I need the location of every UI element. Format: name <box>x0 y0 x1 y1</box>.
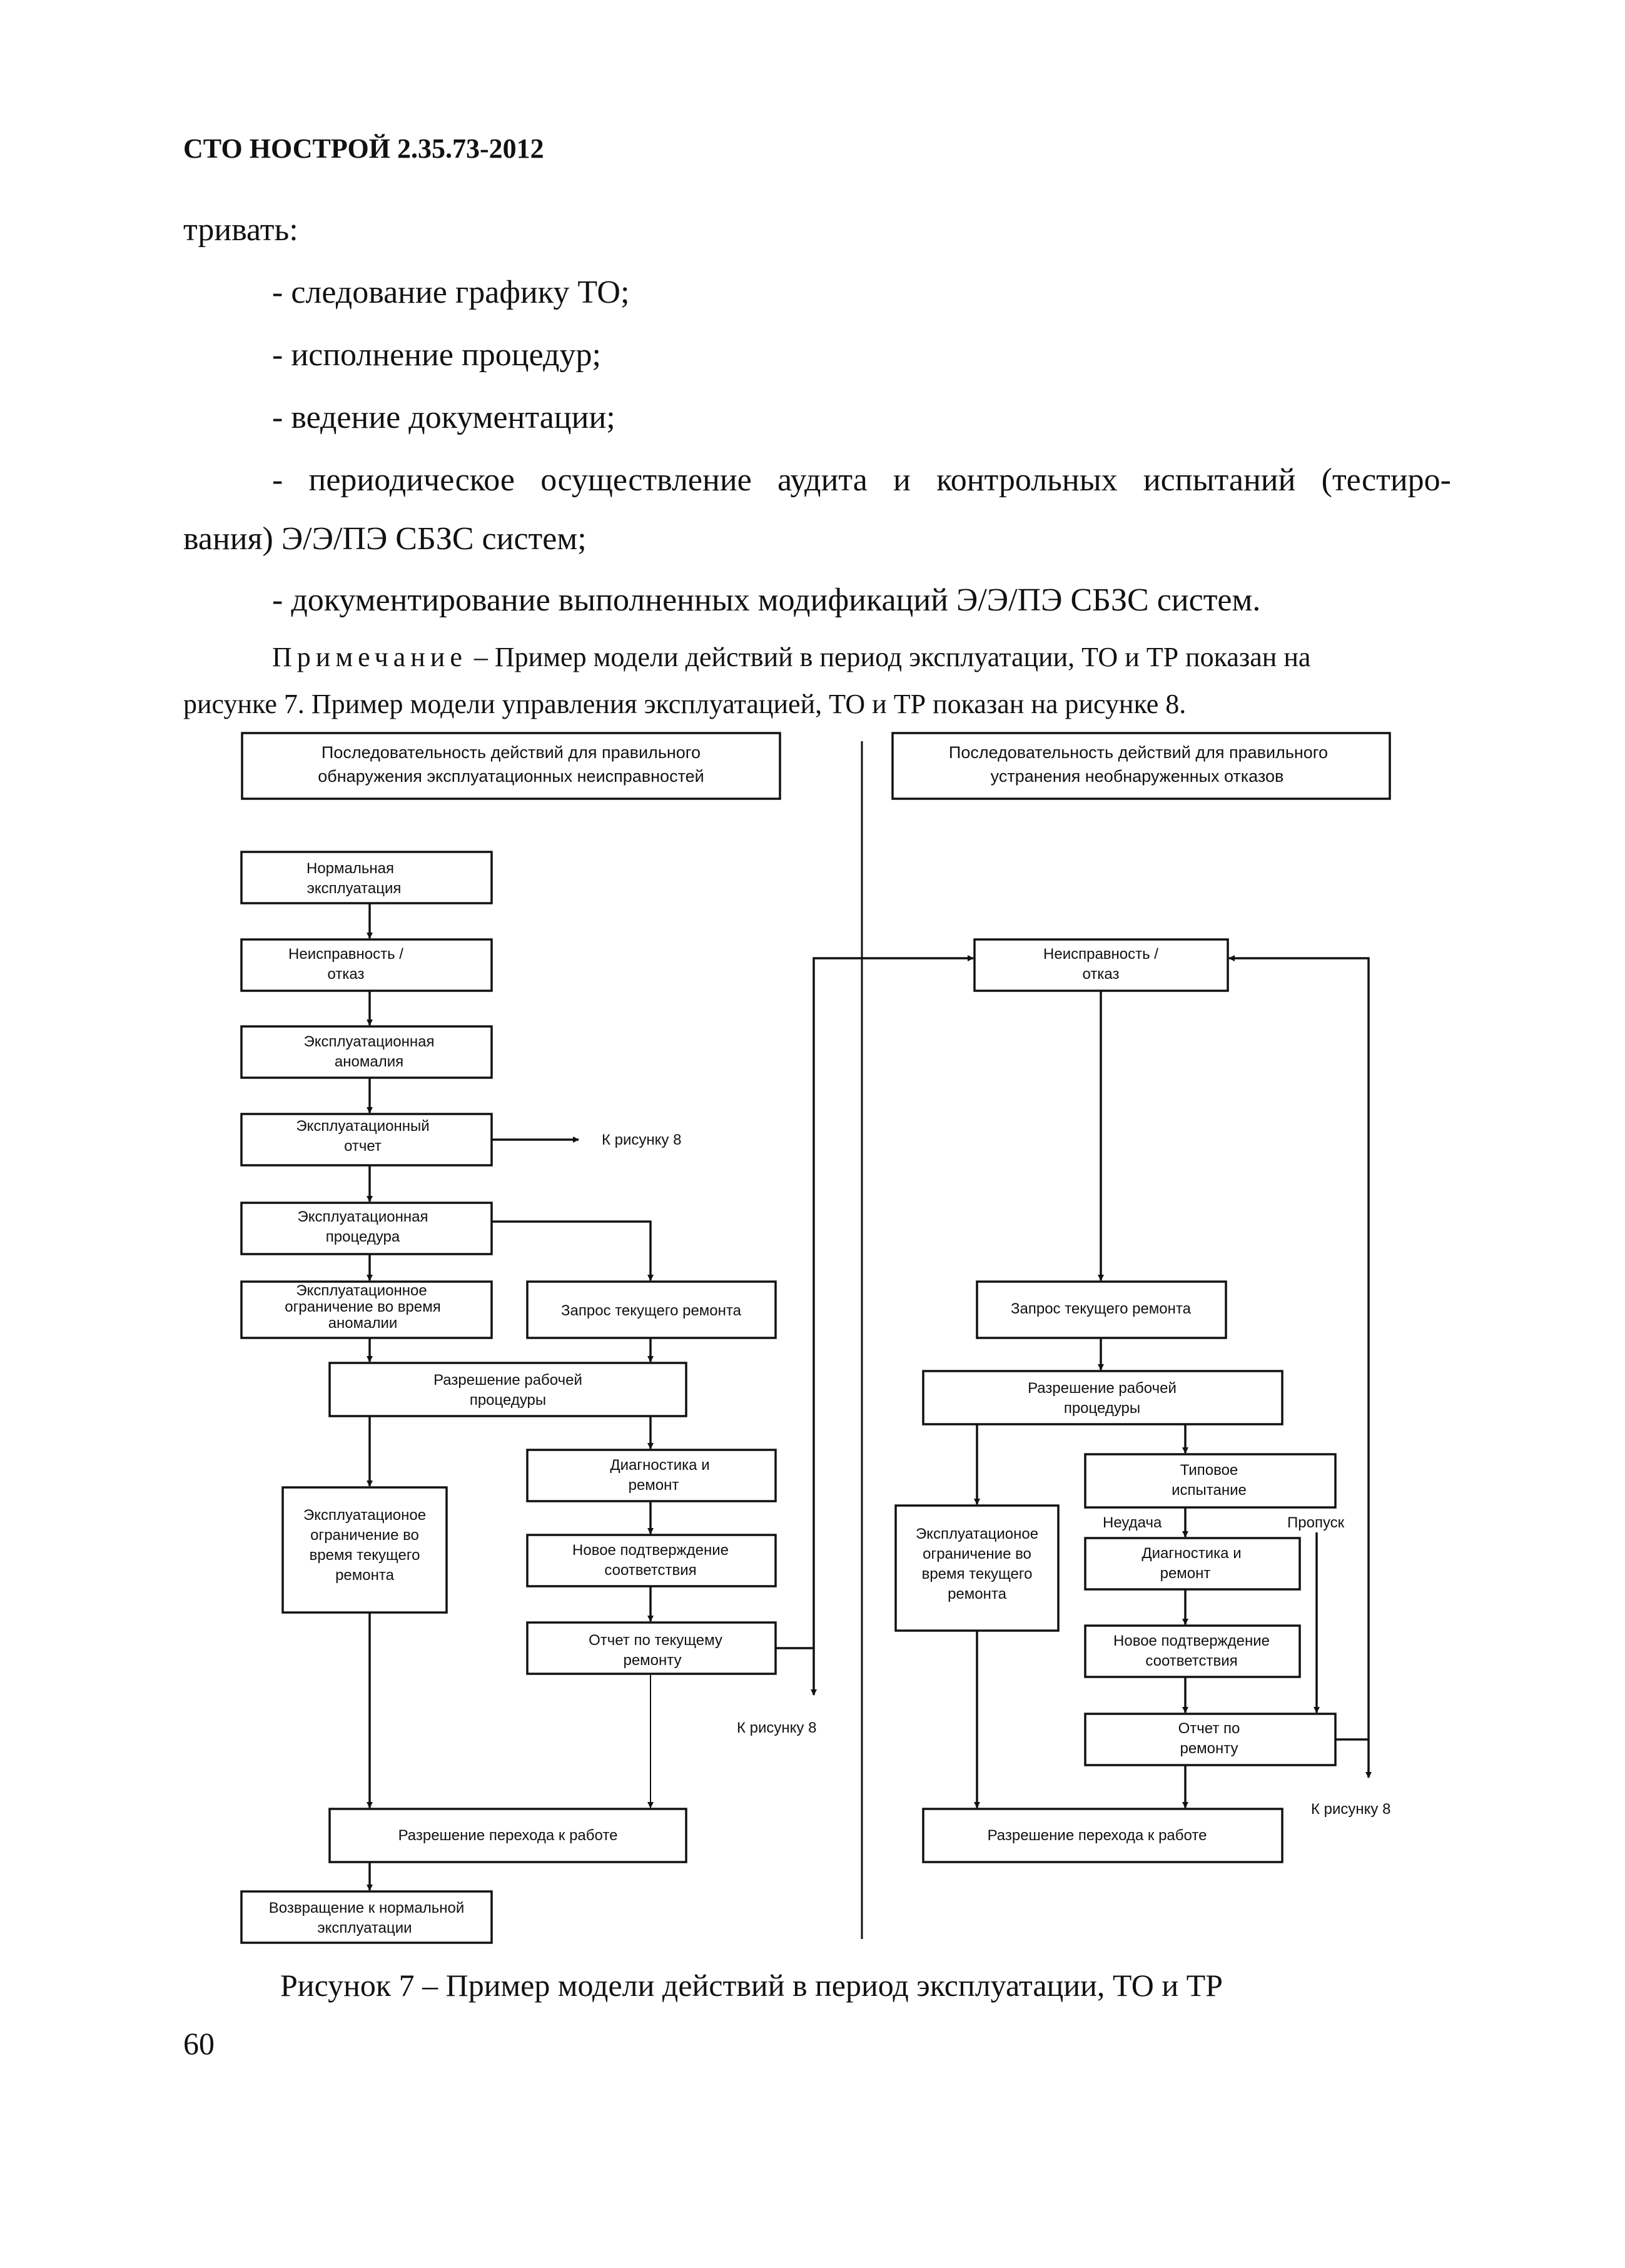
reconfirm-right-line-1: Новое подтверждение <box>1113 1633 1270 1649</box>
diagnostics-right-line-2: ремонт <box>1160 1565 1211 1582</box>
left-title-line-1: Последовательность действий для правильн… <box>321 743 701 762</box>
operational-procedure-box: Эксплуатационная процедура <box>240 1202 493 1255</box>
procedure-line-1: Эксплуатационная <box>298 1208 428 1225</box>
repair-report-right-line-2: ремонту <box>1180 1740 1238 1757</box>
normal-operation-box: Нормальная эксплуатация <box>240 851 493 904</box>
right-title-box: Последовательность действий для правильн… <box>891 732 1391 800</box>
loop-arrow-to-right-fault <box>776 955 974 1649</box>
fault-box-left: Неисправность / отказ <box>240 938 493 992</box>
list-item: - ведение документации; <box>272 400 615 435</box>
fault-left-line-1: Неисправность / <box>288 946 403 963</box>
figure-caption: Рисунок 7 – Пример модели действий в пер… <box>280 1968 1223 2003</box>
return-permit-right-text: Разрешение перехода к работе <box>988 1827 1207 1844</box>
left-title-line-2: обнаружения эксплуатационных неисправнос… <box>318 767 704 786</box>
fault-right-line-2: отказ <box>1083 966 1120 983</box>
to-figure-8-label-right: К рисунку 8 <box>1311 1801 1390 1818</box>
repair-request-right-text: Запрос текущего ремонта <box>1011 1300 1192 1317</box>
repair-restriction-right-line-1: Эксплуатационое <box>916 1526 1038 1542</box>
normal-operation-line-2: эксплуатация <box>307 880 402 897</box>
repair-restriction-right-line-3: время текущего <box>922 1566 1033 1582</box>
reconfirm-box-left: Новое подтверждение соответствия <box>526 1534 777 1587</box>
anomaly-restriction-line-1: Эксплуатационное <box>296 1282 427 1299</box>
note-line-2: рисунке 7. Пример модели управления эксп… <box>183 689 1187 719</box>
repair-restriction-left-line-2: ограничение во <box>310 1527 419 1544</box>
back-to-normal-box: Возвращение к нормальной эксплуатации <box>240 1890 493 1944</box>
skip-label: Пропуск <box>1287 1514 1345 1531</box>
work-permit-left-line-1: Разрешение рабочей <box>433 1372 582 1389</box>
return-permit-box-left: Разрешение перехода к работе <box>328 1808 687 1863</box>
document-header: СТО НОСТРОЙ 2.35.73-2012 <box>183 133 544 164</box>
note-line-1: Примечание – Пример модели действий в пе… <box>272 641 1310 673</box>
diagnostics-box-right: Диагностика и ремонт <box>1084 1537 1301 1591</box>
reconfirm-left-line-1: Новое подтверждение <box>572 1542 729 1559</box>
repair-report-left-line-2: ремонту <box>623 1652 681 1669</box>
work-permit-box-right: Разрешение рабочей процедуры <box>922 1370 1283 1425</box>
page-number: 60 <box>183 2026 215 2061</box>
report-line-1: Эксплуатационный <box>296 1118 429 1135</box>
operational-anomaly-box: Эксплуатационная аномалия <box>240 1025 493 1079</box>
repair-report-right-line-1: Отчет по <box>1178 1720 1240 1737</box>
work-permit-right-line-1: Разрешение рабочей <box>1028 1380 1177 1397</box>
repair-restriction-right-line-2: ограничение во <box>923 1546 1031 1562</box>
repair-request-box-left: Запрос текущего ремонта <box>526 1280 777 1339</box>
procedure-line-2: процедура <box>326 1228 400 1245</box>
reconfirm-left-line-2: соответствия <box>604 1562 696 1579</box>
left-title-box: Последовательность действий для правильн… <box>241 732 781 800</box>
diagnostics-box-left: Диагностика и ремонт <box>526 1449 777 1502</box>
to-figure-8-label-2: К рисунку 8 <box>737 1719 816 1736</box>
list-item-continuation: вания) Э/Э/ПЭ СБЗС систем; <box>183 521 587 557</box>
repair-report-box-right: Отчет по ремонту <box>1084 1713 1337 1766</box>
to-figure-8-label: К рисунку 8 <box>602 1131 681 1148</box>
return-permit-box-right: Разрешение перехода к работе <box>922 1808 1283 1863</box>
back-to-normal-line-1: Возвращение к нормальной <box>269 1900 465 1916</box>
back-to-normal-line-2: эксплуатации <box>317 1920 412 1936</box>
work-permit-right-line-2: процедуры <box>1064 1400 1140 1417</box>
operational-report-box: Эксплуатационный отчет <box>240 1113 493 1167</box>
repair-request-left-text: Запрос текущего ремонта <box>561 1302 742 1319</box>
loop-arrow-to-right-fault <box>1228 955 1370 1741</box>
repair-restriction-left-line-3: время текущего <box>310 1547 420 1564</box>
repair-request-box-right: Запрос текущего ремонта <box>976 1280 1227 1339</box>
repair-restriction-right-line-4: ремонта <box>948 1586 1007 1602</box>
return-permit-left-text: Разрешение перехода к работе <box>398 1827 618 1844</box>
anomaly-restriction-line-3: аномалии <box>328 1315 398 1332</box>
repair-restriction-left-line-4: ремонта <box>335 1567 395 1584</box>
reconfirm-box-right: Новое подтверждение соответствия <box>1084 1624 1301 1678</box>
fault-right-line-1: Неисправность / <box>1043 946 1158 963</box>
list-item: - исполнение процедур; <box>272 337 601 373</box>
work-permit-left-line-2: процедуры <box>470 1392 546 1409</box>
diagnostics-right-line-1: Диагностика и <box>1142 1545 1241 1562</box>
repair-report-left-line-1: Отчет по текущему <box>589 1632 722 1649</box>
normal-operation-line-1: Нормальная <box>306 860 394 877</box>
right-title-line-2: устранения необнаруженных отказов <box>991 767 1284 786</box>
list-item: - документирование выполненных модификац… <box>272 582 1261 618</box>
list-item: - периодическое осуществление аудита и к… <box>272 462 1451 498</box>
anomaly-restriction-line-2: ограничение во время <box>285 1299 440 1315</box>
reconfirm-right-line-2: соответствия <box>1145 1653 1237 1669</box>
repair-restriction-left-line-1: Эксплуатационое <box>303 1507 426 1524</box>
note-label: Примечание <box>272 642 467 672</box>
repair-restriction-box-right: Эксплуатационое ограничение во время тек… <box>894 1504 1060 1632</box>
fail-label: Неудача <box>1103 1514 1162 1531</box>
work-permit-box-left: Разрешение рабочей процедуры <box>328 1362 687 1417</box>
anomaly-line-1: Эксплуатационная <box>304 1033 435 1050</box>
arrow <box>492 1220 654 1281</box>
repair-restriction-box-left: Эксплуатационое ограничение во время тек… <box>281 1486 448 1614</box>
repair-report-box-left: Отчет по текущему ремонту <box>526 1621 777 1675</box>
fault-left-line-2: отказ <box>328 966 365 983</box>
anomaly-line-2: аномалия <box>335 1053 403 1070</box>
list-item: - следование графику ТО; <box>272 275 630 310</box>
typical-test-line-1: Типовое <box>1180 1462 1238 1479</box>
anomaly-restriction-box: Эксплуатационное ограничение во время ан… <box>240 1280 493 1339</box>
note-text: – Пример модели действий в период эксплу… <box>467 642 1311 672</box>
report-line-2: отчет <box>344 1138 382 1155</box>
typical-test-box: Типовое испытание <box>1084 1453 1337 1509</box>
right-title-line-1: Последовательность действий для правильн… <box>949 743 1328 762</box>
diagnostics-left-line-1: Диагностика и <box>610 1457 709 1474</box>
typical-test-line-2: испытание <box>1172 1482 1247 1499</box>
continuation-text: тривать: <box>183 212 298 248</box>
fault-box-right: Неисправность / отказ <box>973 938 1229 992</box>
diagnostics-left-line-2: ремонт <box>629 1477 679 1494</box>
